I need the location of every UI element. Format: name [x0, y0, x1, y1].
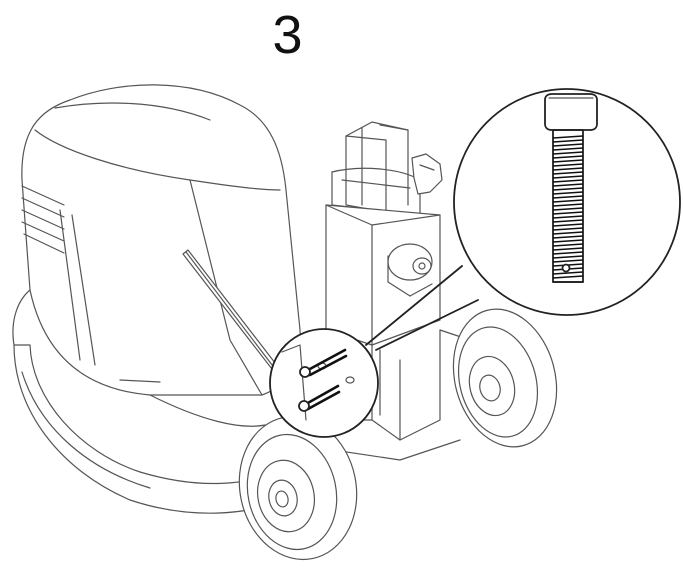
- handle-column: [299, 121, 471, 461]
- thread-line: [552, 255, 584, 259]
- thread-line: [552, 159, 584, 163]
- thread-line: [552, 243, 584, 247]
- detail-circle-large: [453, 88, 681, 316]
- thread-line: [552, 247, 584, 251]
- thread-line: [552, 187, 584, 191]
- thread-line: [552, 215, 584, 219]
- screw-lower: [298, 384, 341, 412]
- screw-upper: [299, 348, 348, 378]
- rear-wheel-right: [452, 308, 558, 448]
- thread-line: [552, 183, 584, 187]
- thread-line: [552, 199, 584, 203]
- rear-wheel-left: [238, 415, 358, 561]
- thread-line: [552, 227, 584, 231]
- thread-line: [552, 219, 584, 223]
- thread-line: [552, 171, 584, 175]
- thread-line: [552, 207, 584, 211]
- socket-head-cap-screw-icon: [544, 93, 598, 283]
- thread-line: [552, 275, 584, 279]
- thread-line: [552, 191, 584, 195]
- thread-line: [552, 195, 584, 199]
- thread-line: [552, 175, 584, 179]
- thread-line: [552, 167, 584, 171]
- thread-line: [552, 143, 584, 147]
- thread-line: [552, 223, 584, 227]
- callout-leader: [365, 265, 479, 351]
- thread-line: [552, 135, 584, 139]
- thread-line: [552, 151, 584, 155]
- thread-line: [552, 155, 584, 159]
- thread-line: [552, 203, 584, 207]
- thread-line: [552, 139, 584, 143]
- thread-line: [552, 271, 584, 275]
- thread-line: [552, 179, 584, 183]
- thread-line: [552, 163, 584, 167]
- thread-line: [552, 147, 584, 151]
- thread-line: [552, 239, 584, 243]
- thread-line: [552, 211, 584, 215]
- step-number: 3: [272, 5, 303, 65]
- thread-line: [552, 235, 584, 239]
- motor-housing: [12, 84, 301, 514]
- detail-circle-small: [269, 328, 379, 438]
- thread-line: [552, 251, 584, 255]
- thread-line: [552, 259, 584, 263]
- thread-line: [552, 231, 584, 235]
